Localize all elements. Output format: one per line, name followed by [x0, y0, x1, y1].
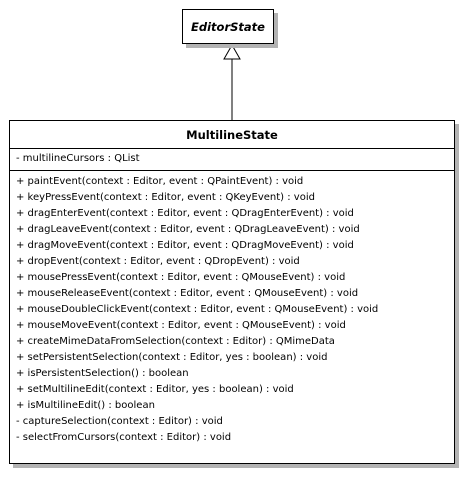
operation-row: + setPersistentSelection(context : Edito…	[16, 352, 328, 363]
attributes-section: - multilineCursors : QList	[10, 149, 454, 171]
child-class-name: MultilineState	[186, 127, 278, 142]
operation-row: + mouseReleaseEvent(context : Editor, ev…	[16, 288, 359, 299]
operation-row: - selectFromCursors(context : Editor) : …	[16, 432, 232, 443]
operations-section: + paintEvent(context : Editor, event : Q…	[10, 171, 454, 446]
operation-row: - captureSelection(context : Editor) : v…	[16, 416, 223, 427]
operation-row: + isPersistentSelection() : boolean	[16, 368, 189, 379]
operation-row: + dropEvent(context : Editor, event : QD…	[16, 256, 300, 267]
parent-class-box[interactable]: EditorState	[182, 9, 274, 44]
inheritance-arrowhead	[223, 43, 241, 60]
operation-row: + dragEnterEvent(context : Editor, event…	[16, 208, 354, 219]
operation-row: + mousePressEvent(context : Editor, even…	[16, 272, 346, 283]
child-class-box[interactable]: MultilineState - multilineCursors : QLis…	[9, 120, 455, 464]
child-class-header: MultilineState	[10, 121, 454, 149]
attribute-row: - multilineCursors : QList	[16, 153, 140, 164]
operation-row: + mouseDoubleClickEvent(context : Editor…	[16, 304, 379, 315]
operation-row: + setMultilineEdit(context : Editor, yes…	[16, 384, 294, 395]
operation-row: + dragMoveEvent(context : Editor, event …	[16, 240, 354, 251]
operation-row: + dragLeaveEvent(context : Editor, event…	[16, 224, 360, 235]
operation-row: + createMimeDataFromSelection(context : …	[16, 336, 335, 347]
operation-row: + isMultilineEdit() : boolean	[16, 400, 155, 411]
operation-row: + keyPressEvent(context : Editor, event …	[16, 192, 315, 203]
operation-row: + paintEvent(context : Editor, event : Q…	[16, 176, 304, 187]
parent-class-name: EditorState	[191, 19, 265, 34]
operation-row: + mouseMoveEvent(context : Editor, event…	[16, 320, 346, 331]
